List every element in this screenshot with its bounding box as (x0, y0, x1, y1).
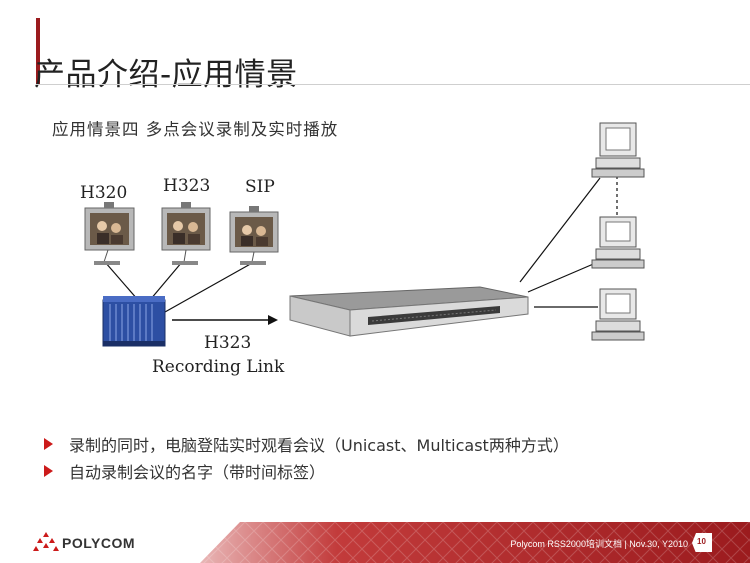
page-subtitle: 应用情景四 多点会议录制及实时播放 (52, 120, 339, 139)
mcu-chassis-icon (102, 296, 166, 347)
bullet-item-1: 录制的同时，电脑登陆实时观看会议（Unicast、Multicast两种方式） (44, 432, 569, 456)
line-h320-mcu (104, 261, 139, 301)
endpoint-h323-icon (161, 202, 211, 265)
label-link-protocol: H323 (204, 333, 252, 353)
pc-icon-1 (591, 122, 645, 178)
pc-icon-3 (591, 288, 645, 341)
line-h323-mcu (149, 261, 183, 301)
endpoint-sip-icon (229, 206, 279, 265)
title-accent-bar (36, 18, 40, 84)
line-sip-mcu (164, 261, 255, 313)
pc-icon-2 (591, 216, 645, 269)
label-recording-link: Recording Link (152, 357, 285, 377)
footer-band (200, 522, 750, 563)
bullet-arrow-icon (44, 465, 53, 477)
line-rss-pc1 (519, 177, 601, 283)
label-h323: H323 (163, 176, 211, 196)
connection-lines (104, 176, 618, 313)
label-h320: H320 (80, 183, 128, 203)
bullet-item-2: 自动录制会议的名字（带时间标签） (44, 459, 325, 483)
polycom-logo-icon (33, 532, 59, 551)
polycom-logo-text: POLYCOM (62, 535, 135, 551)
rss-server-icon (289, 286, 529, 337)
footer-note: Polycom RSS2000培训文档 | Nov.30, Y2010 (510, 539, 688, 549)
title-divider (36, 84, 750, 85)
endpoint-h320-icon (84, 202, 135, 265)
line-rss-pc2 (527, 261, 599, 293)
page-number-badge (692, 533, 712, 552)
recording-link-arrow (172, 315, 278, 325)
bullet-arrow-icon (44, 438, 53, 450)
page-title: 产品介绍-应用情景 (34, 57, 298, 93)
page-number: 10 (697, 537, 706, 546)
label-sip: SIP (245, 177, 275, 197)
